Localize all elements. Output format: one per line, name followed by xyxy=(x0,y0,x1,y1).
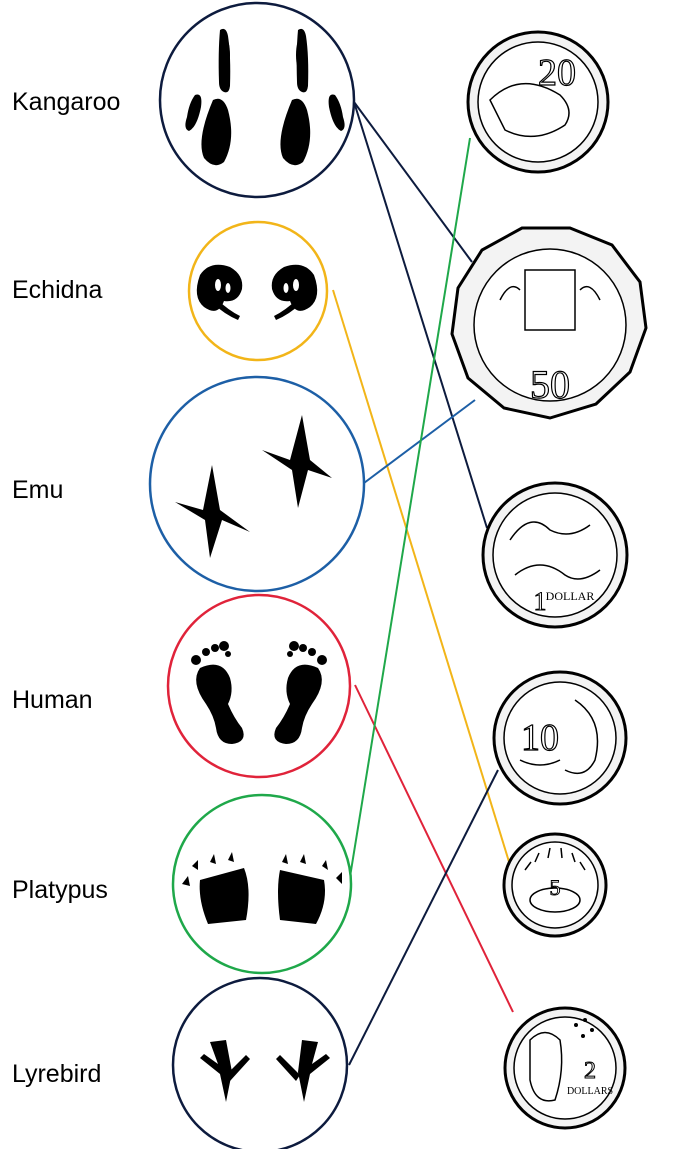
coin-50-cent: 50 xyxy=(452,228,646,418)
link-lyrebird-to-10-cent xyxy=(349,770,498,1065)
coin-20-cent: 20 xyxy=(468,32,608,172)
coin-2-dollar: 2 DOLLARS xyxy=(505,1008,625,1128)
coin-10-cent: 10 xyxy=(494,672,626,804)
coin-2-dollar-numeral: 2 xyxy=(584,1058,596,1084)
footprint-kangaroo xyxy=(160,3,354,197)
footprint-emu xyxy=(150,377,364,591)
footprint-platypus xyxy=(173,795,351,973)
coin-5-cent: 5 xyxy=(504,834,606,936)
footprint-lyrebird xyxy=(173,978,347,1149)
coin-1-dollar: 1 DOLLAR xyxy=(483,483,627,627)
coin-1-dollar-word: DOLLAR xyxy=(546,589,595,603)
coin-10-cent-numeral: 10 xyxy=(521,717,559,759)
link-platypus-to-20-cent xyxy=(349,138,470,883)
coin-5-cent-numeral: 5 xyxy=(550,875,561,900)
link-human-to-2-dollar xyxy=(355,685,513,1012)
coin-20-cent-numeral: 20 xyxy=(538,52,576,94)
footprint-human xyxy=(168,595,350,777)
coin-2-dollar-word: DOLLARS xyxy=(567,1086,613,1097)
footprint-echidna xyxy=(189,222,327,360)
coin-1-dollar-numeral: 1 xyxy=(534,587,547,616)
coin-50-cent-numeral: 50 xyxy=(530,362,570,407)
